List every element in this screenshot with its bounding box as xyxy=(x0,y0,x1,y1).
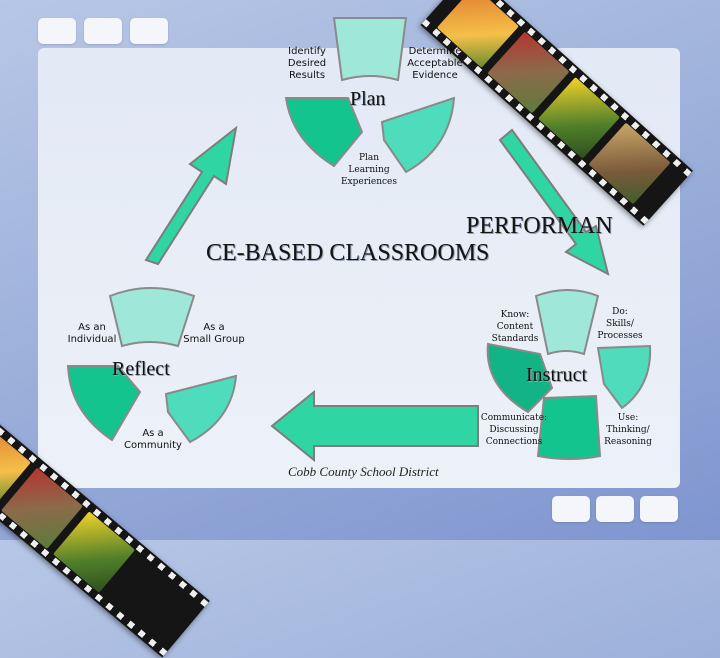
plan-cluster xyxy=(284,17,456,174)
reflect-cluster xyxy=(66,287,238,444)
bottom-tab-2 xyxy=(596,496,634,522)
top-tab-1 xyxy=(38,18,76,44)
arrow-plan-to-instruct xyxy=(498,128,610,276)
arrow-instruct-to-reflect xyxy=(270,389,479,463)
bottom-tab-1 xyxy=(552,496,590,522)
instruct-seg-4-label: Use:Thinking/Reasoning xyxy=(604,413,652,447)
top-tab-2 xyxy=(84,18,122,44)
reflect-segment-top xyxy=(108,287,196,348)
instruct-segment-right xyxy=(596,344,652,410)
reflect-segment-right xyxy=(164,374,238,444)
instruct-segment-left xyxy=(486,342,554,414)
instruct-label: Instruct xyxy=(526,364,588,386)
footer-credit: Cobb County School District xyxy=(288,464,439,479)
top-tab-3 xyxy=(130,18,168,44)
arrow-reflect-to-plan xyxy=(144,125,238,266)
plan-segment-top xyxy=(332,17,408,82)
instruct-seg-2-label: Do:Skills/Processes xyxy=(597,307,643,341)
reflect-segment-left xyxy=(66,365,142,442)
bottom-tab-3 xyxy=(640,496,678,522)
title-line-2: CE-BASED CLASSROOMS xyxy=(206,240,490,266)
cycle-diagram xyxy=(66,17,652,463)
reflect-label: Reflect xyxy=(112,358,170,380)
plan-segment-left xyxy=(284,97,364,168)
instruct-cluster xyxy=(486,289,652,460)
instruct-segment-bottom xyxy=(536,394,602,460)
plan-label: Plan xyxy=(350,88,386,110)
plan-segment-right xyxy=(380,96,456,174)
instruct-segment-top xyxy=(534,289,600,356)
title-line-1: PERFORMAN xyxy=(466,213,613,239)
